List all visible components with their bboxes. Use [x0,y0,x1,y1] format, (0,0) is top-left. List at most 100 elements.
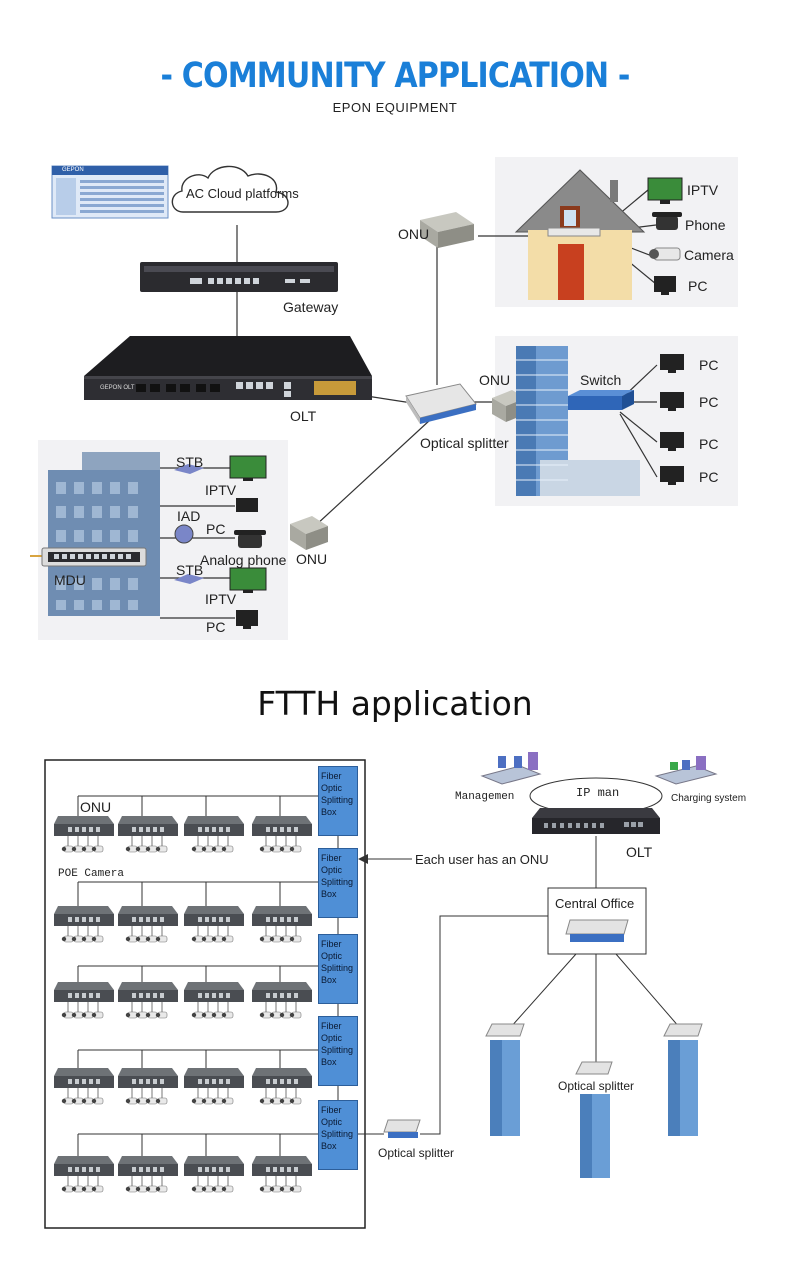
switch-device [568,390,634,410]
poe-camera-icon [125,1088,168,1105]
iptv-icon-2 [229,567,267,593]
stb-icon-1 [174,464,204,474]
onu-device [252,816,312,836]
onu-device [54,1068,114,1088]
onu-device [54,1156,114,1176]
onu-device [118,1156,178,1176]
poe-camera-icon [61,836,104,853]
poe-camera-icon [191,836,234,853]
poe-camera-icon [61,926,104,943]
poe-camera-icon [125,1176,168,1193]
cloud-icon [171,165,289,213]
ip-man-label: IP man [576,786,620,800]
house-illustration [514,169,646,300]
ftth-building-left [485,1023,525,1136]
office-pc-icon-1 [660,354,684,373]
ftth-olt-label: OLT [626,844,653,860]
house-phone-label: Phone [685,217,726,233]
house-pc-label: PC [688,278,708,294]
onu-device [184,1156,244,1176]
community-title: - COMMUNITY APPLICATION - [160,56,630,96]
onu-device [252,982,312,1002]
office-pc-label-2: PC [699,394,719,410]
central-office-splitter [565,919,629,942]
onu-device [184,906,244,926]
poe-camera-icon [259,926,302,943]
house-camera-label: Camera [684,247,734,263]
cloud-software-screen [51,165,169,219]
charging-system-icon [654,756,718,785]
mdu-stb1-label: STB [176,454,204,470]
mdu-iad-label: IAD [177,508,201,524]
gateway-device [140,262,338,292]
onu-device [184,1068,244,1088]
onu-top-device [420,212,474,248]
analog-phone-icon [234,530,266,548]
management-label: Managemen [455,791,515,803]
arrow-head [358,854,368,864]
house-pc-icon [654,276,676,295]
house-iptv-label: IPTV [687,182,719,198]
ftth-onu-label: ONU [80,799,112,815]
poe-camera-icon [259,1176,302,1193]
mdu-pc-icon-1 [236,498,258,512]
optical-splitter-label: Optical splitter [420,435,509,451]
onu-device [184,816,244,836]
onu-device [184,982,244,1002]
onu-bottom-label: ONU [296,551,328,567]
office-pc-icon-2 [660,392,684,411]
management-icon [480,752,542,785]
each-user-label: Each user has an ONU [415,852,549,867]
office-pc-icon-3 [660,432,684,451]
optical-splitter-mid-label: Optical splitter [558,1079,635,1093]
phone-icon [652,212,682,230]
poe-camera-icon [61,1088,104,1105]
poe-camera-icon [191,926,234,943]
mdu-building-illustration [48,452,160,616]
onu-mid-label: ONU [479,372,511,388]
stb-icon-2 [174,574,204,584]
poe-camera-icon [125,1002,168,1019]
community-subtitle: EPON EQUIPMENT [332,100,458,115]
onu-device [252,1068,312,1088]
olt-label: OLT [290,408,317,424]
cloud-label: AC Cloud platforms [186,186,299,201]
mdu-pc1-label: PC [206,521,226,537]
poe-camera-label: POE Camera [58,868,125,880]
mdu-analog-phone-label: Analog phone [200,552,287,568]
iad-icon [174,524,194,544]
switch-label: Switch [580,372,622,388]
mdu-iptv1-label: IPTV [205,482,237,498]
ftth-olt-device [532,808,660,834]
ftth-building-right [663,1023,703,1136]
poe-camera-icon [259,1088,302,1105]
onu-device [118,982,178,1002]
office-building-illustration [516,346,640,496]
poe-camera-icon [61,1002,104,1019]
olt-device [84,336,372,400]
camera-icon [649,247,681,261]
mdu-device [30,547,147,567]
fiber-optic-splitting-box-4: Fiber Optic Splitting Box [318,1016,358,1086]
central-office-label: Central Office [555,896,635,911]
mdu-label: MDU [54,572,86,588]
onu-device [252,1156,312,1176]
onu-device [118,906,178,926]
charging-system-label: Charging system [671,793,747,804]
onu-device [118,816,178,836]
iptv-icon [647,177,683,204]
poe-camera-icon [61,1176,104,1193]
onu-top-label: ONU [398,226,430,242]
onu-device [54,982,114,1002]
poe-camera-icon [191,1002,234,1019]
poe-camera-icon [125,926,168,943]
gateway-label: Gateway [283,299,339,315]
ftth-building-mid [575,1061,613,1178]
office-pc-label-4: PC [699,469,719,485]
onu-device [54,816,114,836]
community-diagram [30,165,684,629]
poe-camera-icon [125,836,168,853]
fiber-optic-splitting-box-5: Fiber Optic Splitting Box [318,1100,358,1170]
onu-grid [54,816,312,1193]
